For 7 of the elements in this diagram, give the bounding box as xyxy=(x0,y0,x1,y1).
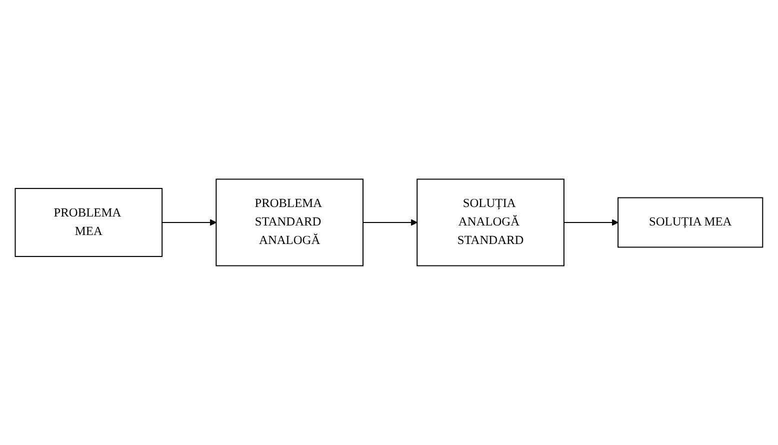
arrow xyxy=(564,219,618,226)
node-box: SOLUȚIA ANALOGĂ STANDARD xyxy=(416,178,564,266)
node-box: SOLUȚIA MEA xyxy=(618,197,764,248)
arrow xyxy=(363,219,418,226)
node-box: PROBLEMA STANDARD ANALOGĂ xyxy=(216,178,364,266)
node-box: PROBLEMA MEA xyxy=(14,188,163,257)
arrow xyxy=(162,219,217,226)
